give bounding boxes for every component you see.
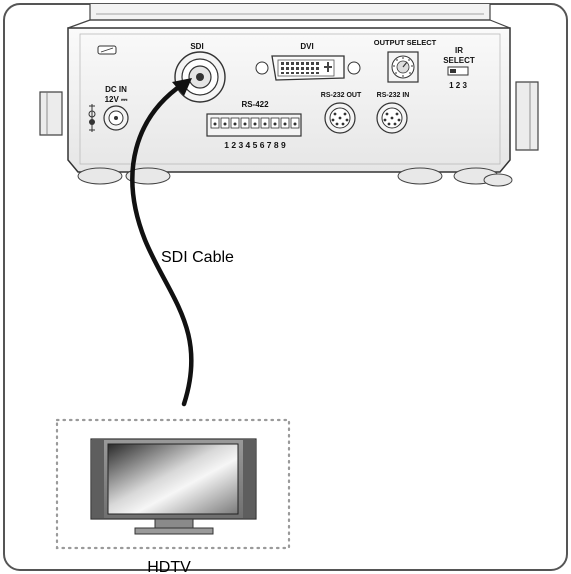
hdtv-label: HDTV [147, 559, 191, 574]
rs422-pin-numbers: 1 2 3 4 5 6 7 8 9 [224, 140, 286, 150]
dvi-connector-icon[interactable] [255, 55, 361, 81]
ir-select-numbers: 1 2 3 [449, 81, 467, 90]
terminal-block-icon[interactable] [206, 113, 302, 137]
dc-in-label-line1: DC IN [105, 85, 127, 94]
cable-label: SDI Cable [161, 249, 234, 266]
mini-din-icon[interactable] [376, 102, 408, 134]
usb-slot-icon [97, 45, 117, 55]
rs232-in-label: RS-232 IN [377, 92, 410, 99]
polarity-symbol-icon [88, 104, 96, 132]
sdi-bnc-connector-icon[interactable] [174, 51, 226, 103]
dc-in-label-line2: 12V ⎓ [105, 95, 128, 104]
mini-din-icon[interactable] [324, 102, 356, 134]
toggle-switch-icon[interactable] [447, 66, 469, 76]
ir-label-line2: SELECT [443, 56, 475, 65]
rotary-switch-icon[interactable] [387, 51, 419, 83]
rs422-label: RS-422 [241, 100, 269, 109]
dvi-port-label: DVI [300, 42, 313, 51]
rs232-out-label: RS-232 OUT [321, 92, 362, 99]
dc-jack-icon[interactable] [103, 105, 129, 131]
arrowhead-icon [172, 78, 192, 96]
camera-rear-panel [39, 4, 539, 187]
ir-label-line1: IR [455, 46, 463, 55]
sdi-port-label: SDI [190, 42, 203, 51]
hdtv-icon [90, 438, 257, 535]
hdtv-dotted-frame [55, 418, 291, 550]
sdi-cable [130, 81, 194, 407]
output-select-label: OUTPUT SELECT [374, 38, 437, 47]
